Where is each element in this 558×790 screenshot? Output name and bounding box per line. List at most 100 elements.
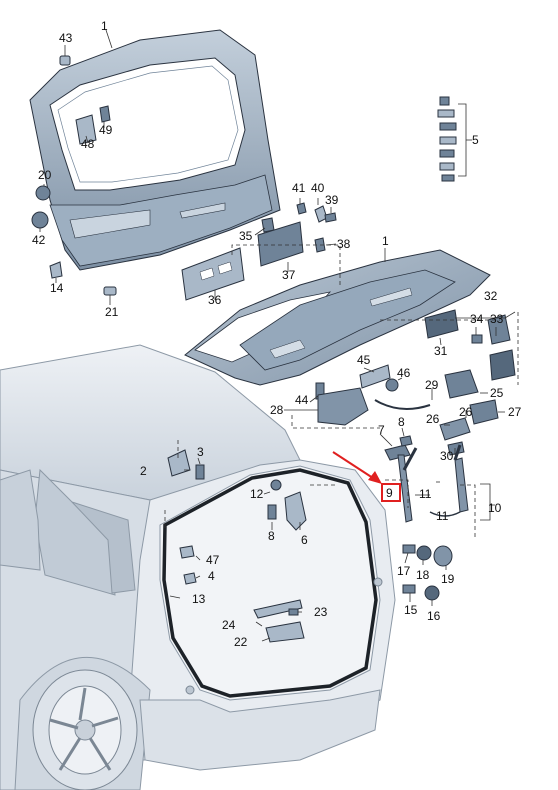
bracket-22	[265, 621, 305, 643]
label-25: 25	[490, 386, 504, 400]
label-6: 6	[301, 533, 308, 547]
label-1-mid: 1	[382, 234, 389, 248]
leader-lines	[39, 29, 519, 642]
label-29: 29	[425, 378, 439, 392]
label-31: 31	[434, 344, 448, 358]
label-28: 28	[270, 403, 284, 417]
cable-29	[374, 399, 431, 410]
screw-35	[261, 217, 275, 233]
label-20: 20	[38, 168, 52, 182]
nut-12	[270, 479, 282, 491]
label-23: 23	[314, 605, 328, 619]
label-18: 18	[416, 568, 430, 582]
small-parts	[31, 55, 516, 616]
part-labels: 43 1 20 42 14 21 48 49 35 36 37 38 39 40…	[32, 19, 522, 649]
gas-strut-9	[397, 454, 413, 523]
label-30: 30	[440, 449, 454, 463]
strut-rod-9	[402, 447, 418, 471]
label-12: 12	[250, 487, 264, 501]
clip-21	[103, 286, 117, 296]
screw-49	[99, 105, 111, 123]
screw-8	[267, 504, 277, 520]
nut-41	[296, 202, 307, 215]
label-11-b: 11	[436, 509, 449, 523]
label-5: 5	[472, 133, 479, 147]
tailgate-lower-skin	[184, 249, 491, 386]
cap-19	[433, 545, 453, 567]
buffer-42	[31, 211, 49, 229]
bracket-48	[75, 114, 97, 145]
label-49: 49	[99, 123, 113, 137]
label-34: 34	[470, 312, 484, 326]
label-42: 42	[32, 233, 46, 247]
nut-4	[183, 572, 197, 585]
clip-34	[471, 334, 483, 344]
label-11-a: 11	[419, 487, 432, 501]
label-14: 14	[50, 281, 64, 295]
label-47: 47	[206, 553, 220, 567]
bolt-17	[402, 544, 416, 554]
label-48: 48	[81, 137, 95, 151]
label-1-top: 1	[101, 19, 108, 33]
screw-set-5	[437, 96, 457, 182]
label-46: 46	[397, 366, 411, 380]
actuator-27	[469, 399, 499, 425]
nut-46	[385, 378, 399, 392]
label-22: 22	[234, 635, 248, 649]
cap-20	[35, 185, 51, 201]
lock-25	[444, 369, 479, 399]
label-44: 44	[295, 393, 309, 407]
label-19: 19	[441, 572, 455, 586]
label-13: 13	[192, 592, 206, 606]
label-21: 21	[105, 305, 119, 319]
label-9: 9	[386, 486, 393, 500]
label-39: 39	[325, 193, 339, 207]
label-26: 26	[426, 412, 440, 426]
label-17: 17	[397, 564, 411, 578]
label-35: 35	[239, 229, 253, 243]
label-2: 2	[140, 464, 147, 478]
door-seal	[162, 468, 378, 698]
handle-33	[489, 349, 516, 381]
bolt-7	[384, 444, 411, 461]
label-27: 27	[508, 405, 522, 419]
label-43: 43	[59, 31, 73, 45]
grommet-43	[59, 55, 71, 66]
switch-32	[487, 314, 511, 345]
cap-16	[424, 585, 440, 601]
label-36: 36	[208, 293, 222, 307]
highlight-group	[332, 451, 401, 502]
lock-striker	[284, 491, 307, 531]
highlight-box	[381, 483, 401, 502]
bracket-45	[359, 364, 391, 389]
label-24: 24	[222, 618, 236, 632]
vehicle-body	[0, 344, 396, 790]
label-10: 10	[488, 501, 502, 515]
label-37: 37	[282, 268, 296, 282]
lamp-31	[424, 309, 459, 339]
red-arrow-head	[368, 471, 382, 484]
stop-14	[49, 261, 63, 279]
label-7: 7	[378, 423, 385, 437]
label-45: 45	[357, 353, 371, 367]
label-16: 16	[427, 609, 441, 623]
clip-23	[288, 608, 299, 616]
bracket-37	[257, 221, 304, 267]
latch-26	[439, 417, 471, 441]
red-arrow-line	[332, 451, 377, 481]
label-40: 40	[311, 181, 325, 195]
washer-18	[416, 545, 432, 561]
tailgate-upper	[29, 29, 281, 271]
trim-strip-24	[253, 599, 303, 619]
label-4: 4	[208, 569, 215, 583]
label-33: 33	[490, 312, 504, 326]
label-3: 3	[197, 445, 204, 459]
bolt-15	[402, 584, 416, 594]
label-15: 15	[404, 603, 418, 617]
clip-47	[179, 545, 195, 559]
screw-39	[324, 212, 337, 223]
label-32: 32	[484, 289, 498, 303]
label-8-upper: 8	[398, 415, 405, 429]
label-8: 8	[268, 529, 275, 543]
